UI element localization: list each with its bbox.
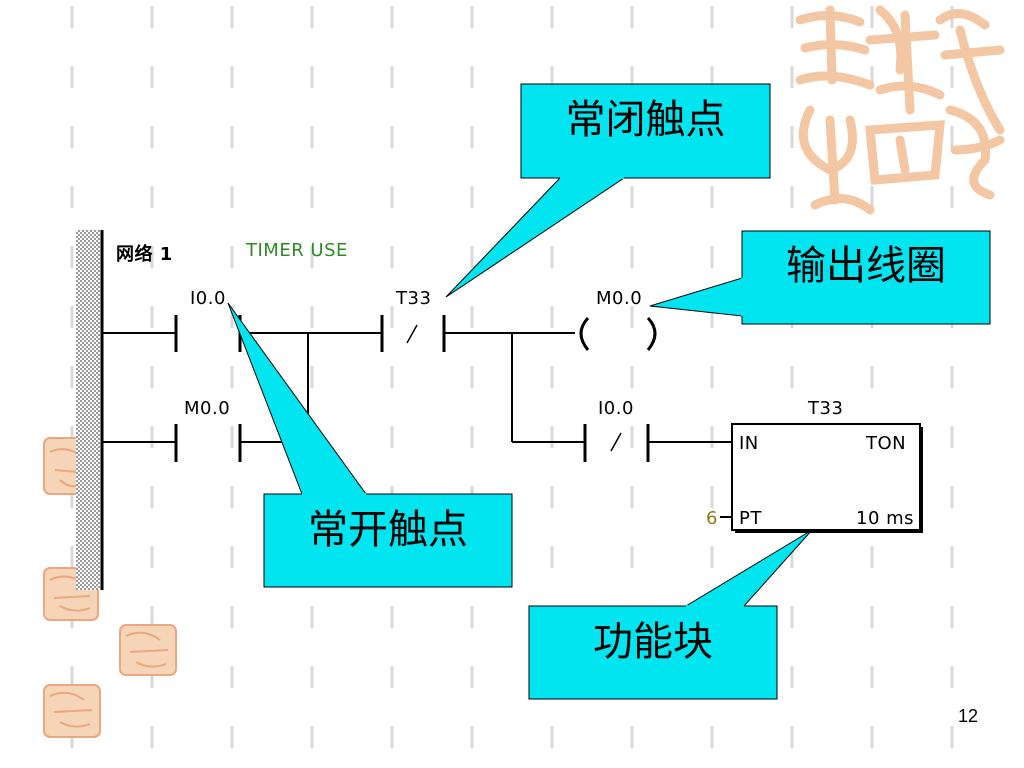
contact-t33-nc-label: T33 <box>396 288 432 309</box>
rail-gutter <box>76 230 100 590</box>
timer-type: TON <box>866 433 907 454</box>
decorative-seal-small-3 <box>119 624 177 676</box>
callout-nc-text: 常闭触点 <box>565 97 726 143</box>
timer-pt-label: PT <box>739 508 762 529</box>
timer-resolution: 10 ms <box>856 508 915 529</box>
callout-no-box <box>263 493 513 588</box>
callout-no-text: 常开触点 <box>308 507 468 553</box>
callout-coil-text: 输出线圈 <box>786 243 946 289</box>
contact-t33-nc <box>380 315 446 352</box>
timer-pt-value: 6 <box>706 508 718 529</box>
contact-i00-nc-label: I0.0 <box>598 398 634 419</box>
coil-m00 <box>579 316 657 351</box>
contact-m00-no <box>174 424 242 462</box>
contact-i00-nc <box>583 424 650 462</box>
rung-1-wires <box>102 332 575 442</box>
contact-m00-no-label: M0.0 <box>184 398 231 419</box>
coil-m00-label: M0.0 <box>596 288 643 309</box>
callout-nc-box <box>520 83 771 179</box>
decorative-seal-small-4 <box>43 684 101 738</box>
decorative-seal-large <box>795 5 1005 215</box>
callout-fb-text: 功能块 <box>593 619 713 665</box>
network-comment: TIMER USE <box>246 240 348 261</box>
page-number: 12 <box>957 706 978 726</box>
contact-i00-no-label: I0.0 <box>190 288 226 309</box>
network-title: 网络 1 <box>116 244 173 265</box>
callout-coil-box <box>741 230 991 325</box>
timer-name: T33 <box>808 398 844 419</box>
timer-in-label: IN <box>739 433 759 454</box>
timer-box <box>731 423 921 531</box>
callout-fb-box <box>528 605 778 700</box>
